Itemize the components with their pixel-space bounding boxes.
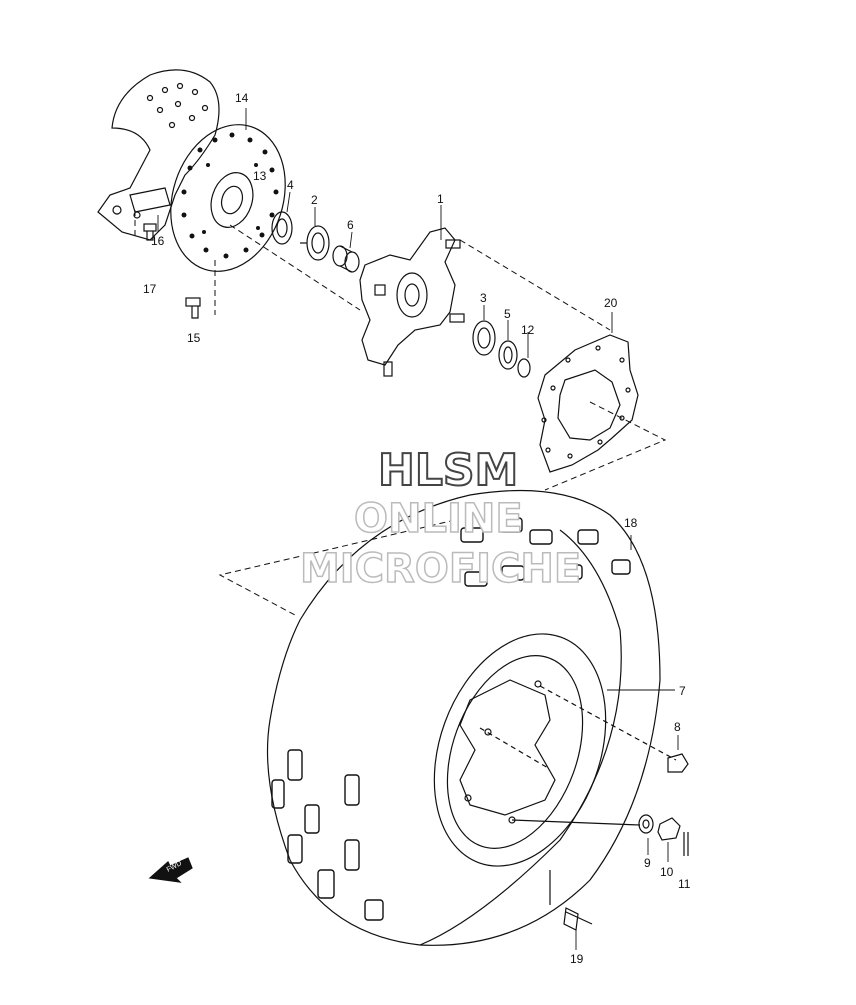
brake-guard bbox=[537, 334, 639, 473]
bolt-17 bbox=[143, 223, 157, 241]
callout-labels: 1 2 3 4 5 6 7 8 9 10 11 12 13 14 15 16 1… bbox=[143, 91, 691, 966]
label-part-18: 18 bbox=[624, 516, 638, 530]
watermark: HLSM ONLINE MICROFICHE bbox=[299, 444, 582, 593]
label-part-7: 7 bbox=[679, 684, 686, 698]
tire-valve bbox=[549, 870, 593, 931]
label-part-8: 8 bbox=[674, 720, 681, 734]
spacer-6 bbox=[332, 245, 360, 273]
front-direction-arrow: FWD bbox=[148, 857, 193, 883]
label-part-16: 16 bbox=[151, 234, 165, 248]
watermark-line1: HLSM bbox=[378, 445, 518, 496]
caliper-bracket bbox=[97, 69, 220, 241]
washer-9 bbox=[638, 814, 654, 834]
wheel-rim bbox=[433, 633, 677, 867]
label-part-2: 2 bbox=[311, 193, 318, 207]
label-part-19: 19 bbox=[570, 952, 584, 966]
label-part-13: 13 bbox=[253, 169, 267, 183]
oil-seal-5 bbox=[498, 340, 518, 370]
label-part-20: 20 bbox=[604, 296, 618, 310]
leader-lines bbox=[134, 210, 667, 616]
label-part-11: 11 bbox=[678, 877, 691, 891]
spacer-12 bbox=[517, 358, 531, 378]
nut-8 bbox=[667, 753, 689, 773]
label-part-9: 9 bbox=[644, 856, 651, 870]
wheel-hub bbox=[359, 227, 465, 377]
label-part-14: 14 bbox=[235, 91, 249, 105]
label-part-17: 17 bbox=[143, 282, 157, 296]
brake-disc bbox=[170, 124, 286, 272]
watermark-line2: ONLINE bbox=[354, 496, 523, 542]
label-part-12: 12 bbox=[521, 323, 535, 337]
oil-seal-4 bbox=[271, 211, 293, 245]
bearing-2 bbox=[300, 225, 330, 261]
label-part-3: 3 bbox=[480, 291, 487, 305]
bearing-3 bbox=[472, 320, 496, 356]
label-part-6: 6 bbox=[347, 218, 354, 232]
tire bbox=[266, 489, 661, 946]
label-part-4: 4 bbox=[287, 178, 294, 192]
cotter-pin-11 bbox=[683, 832, 689, 856]
watermark-line3: MICROFICHE bbox=[300, 546, 581, 592]
label-part-15: 15 bbox=[187, 331, 201, 345]
castle-nut-10 bbox=[657, 817, 681, 841]
label-part-1: 1 bbox=[437, 192, 444, 206]
label-part-5: 5 bbox=[504, 307, 511, 321]
label-part-10: 10 bbox=[660, 865, 674, 879]
bolt-15 bbox=[185, 297, 201, 319]
callout-leaders bbox=[157, 108, 679, 950]
